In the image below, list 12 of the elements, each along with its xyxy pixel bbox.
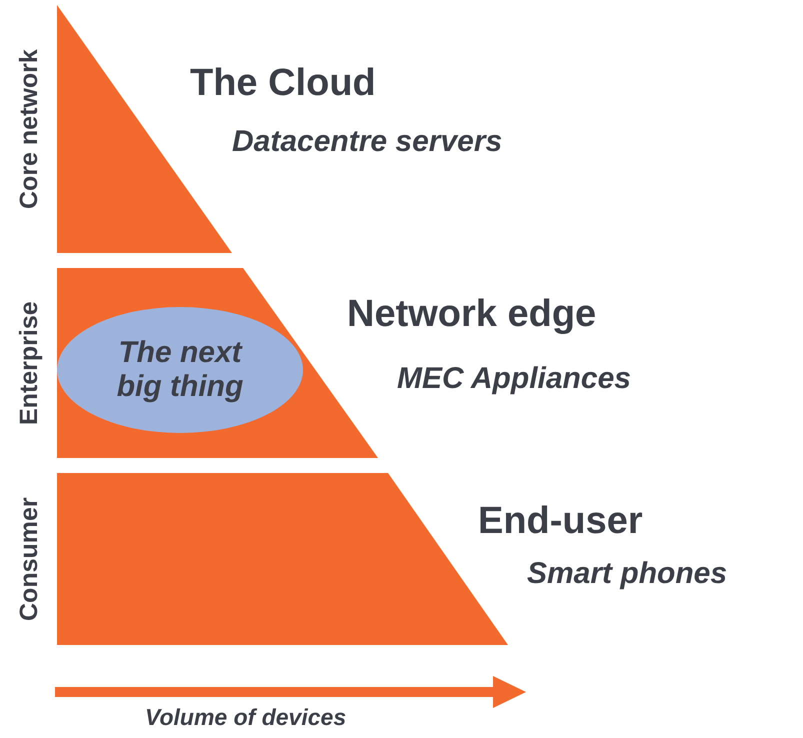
tier-label: Consumer (15, 496, 44, 623)
tier-subheading: Smart phones (527, 557, 728, 591)
ellipse-callout (57, 307, 303, 433)
tier-subheading: Datacentre servers (232, 125, 502, 159)
axis-caption: Volume of devices (145, 704, 346, 731)
callout-text: The next big thing (116, 336, 244, 404)
tier-label: Enterprise (15, 300, 44, 427)
tier-label: Core network (15, 48, 44, 211)
tier-heading: Network edge (347, 293, 596, 336)
tier-subheading: MEC Appliances (397, 362, 631, 396)
tier-heading: The Cloud (190, 62, 376, 105)
tier-heading: End-user (478, 500, 643, 543)
